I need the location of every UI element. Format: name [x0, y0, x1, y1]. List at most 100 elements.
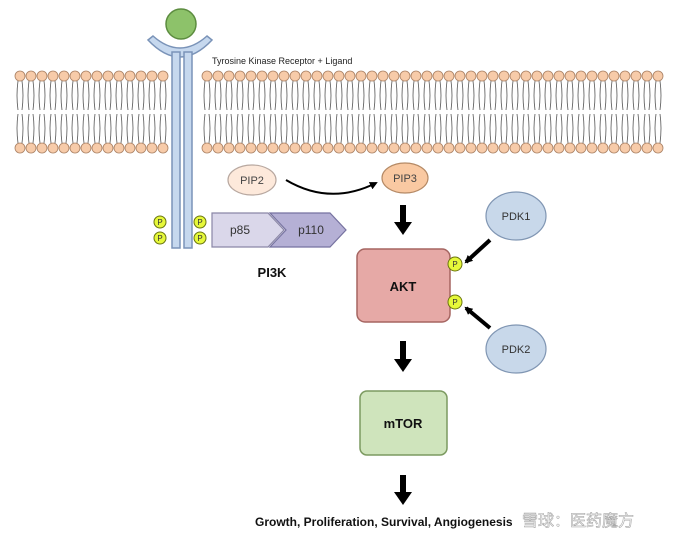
lipid-tail: [159, 113, 162, 144]
lipid-tail: [263, 113, 266, 144]
p110-subunit: [268, 212, 347, 248]
tyrosine-kinase-receptor: [146, 8, 214, 249]
lipid-tail: [236, 80, 239, 111]
lipid-tail: [478, 113, 481, 144]
lipid-tail: [291, 113, 294, 144]
lipid-head: [421, 142, 433, 154]
lipid-head: [135, 142, 147, 154]
lipid-head: [14, 70, 26, 82]
pip3-ellipse: [381, 162, 429, 194]
lipid-tail: [610, 80, 613, 111]
lipid-head: [465, 142, 477, 154]
lipid-tail: [362, 113, 365, 144]
lipid-head: [80, 142, 92, 154]
pip3-label: PIP3: [393, 173, 417, 185]
lipid-tail: [247, 113, 250, 144]
lipid-tail: [247, 80, 250, 111]
lipid-tail: [16, 80, 19, 111]
lipid-tail: [340, 80, 343, 111]
lipid-tail: [71, 80, 74, 111]
lipid-tail: [494, 113, 497, 144]
pdk2-ellipse: [485, 324, 547, 374]
lipid-tail: [533, 113, 536, 144]
lipid-head: [476, 70, 488, 82]
mtor-node: mTOR: [359, 390, 448, 456]
lipid-head: [36, 142, 48, 154]
lipid-tail: [373, 80, 376, 111]
lipid-tail: [538, 113, 541, 144]
lipid-tail: [467, 80, 470, 111]
phosphate-label: P: [452, 298, 457, 307]
lipid-tail: [357, 113, 360, 144]
lipid-head: [399, 70, 411, 82]
lipid-head: [421, 70, 433, 82]
lipid-tail: [615, 113, 618, 144]
lipid-tail: [511, 80, 514, 111]
lipid-tail: [346, 80, 349, 111]
lipid-tail: [65, 113, 68, 144]
lipid-head: [36, 70, 48, 82]
lipid-tail: [214, 80, 217, 111]
lipid-tail: [643, 113, 646, 144]
lipid-tail: [483, 80, 486, 111]
p85-subunit: [211, 212, 285, 248]
lipid-head: [652, 142, 664, 154]
lipid-head: [344, 70, 356, 82]
lipid-head: [47, 70, 59, 82]
lipid-head: [454, 142, 466, 154]
lipid-tail: [329, 113, 332, 144]
lipid-tail: [489, 80, 492, 111]
lipid-tail: [38, 80, 41, 111]
phosphate-icon: [447, 256, 463, 272]
pip2-to-pip3-arrow: [285, 179, 378, 195]
lipid-head: [355, 70, 367, 82]
lipid-tail: [439, 80, 442, 111]
lipid-tail: [390, 113, 393, 144]
lipid-tail: [472, 113, 475, 144]
receptor-binding-cup: [146, 35, 214, 58]
lipid-head: [586, 142, 598, 154]
lipid-head: [630, 70, 642, 82]
lipid-tail: [417, 113, 420, 144]
lipid-head: [355, 142, 367, 154]
akt-to-mtor-arrow: [394, 341, 412, 372]
lipid-tail: [368, 113, 371, 144]
lipid-head: [432, 70, 444, 82]
pip2-ellipse: [227, 164, 277, 196]
lipid-head: [234, 70, 246, 82]
lipid-tail: [654, 80, 657, 111]
lipid-tail: [401, 80, 404, 111]
lipid-head: [564, 70, 576, 82]
lipid-tail: [450, 113, 453, 144]
lipid-head: [113, 142, 125, 154]
lipid-bilayer-membrane: [14, 70, 664, 154]
receptor-right-chain: [183, 51, 193, 249]
lipid-tail: [379, 80, 382, 111]
lipid-head: [498, 70, 510, 82]
lipid-tail: [225, 80, 228, 111]
lipid-tail: [109, 80, 112, 111]
lipid-tail: [384, 113, 387, 144]
lipid-tail: [527, 80, 530, 111]
lipid-tail: [269, 113, 272, 144]
lipid-tail: [109, 113, 112, 144]
lipid-tail: [225, 113, 228, 144]
lipid-tail: [153, 80, 156, 111]
lipid-tail: [120, 113, 123, 144]
lipid-tail: [164, 113, 167, 144]
lipid-tail: [126, 113, 129, 144]
lipid-tail: [406, 80, 409, 111]
lipid-tail: [637, 80, 640, 111]
lipid-tail: [379, 113, 382, 144]
lipid-tail: [104, 113, 107, 144]
lipid-tail: [428, 113, 431, 144]
lipid-tail: [98, 113, 101, 144]
lipid-tail: [445, 80, 448, 111]
lipid-head: [619, 70, 631, 82]
lipid-tail: [203, 80, 206, 111]
lipid-tail: [280, 113, 283, 144]
lipid-tail: [478, 80, 481, 111]
pdk1-to-akt-arrow: [464, 238, 492, 264]
lipid-tail: [87, 113, 90, 144]
